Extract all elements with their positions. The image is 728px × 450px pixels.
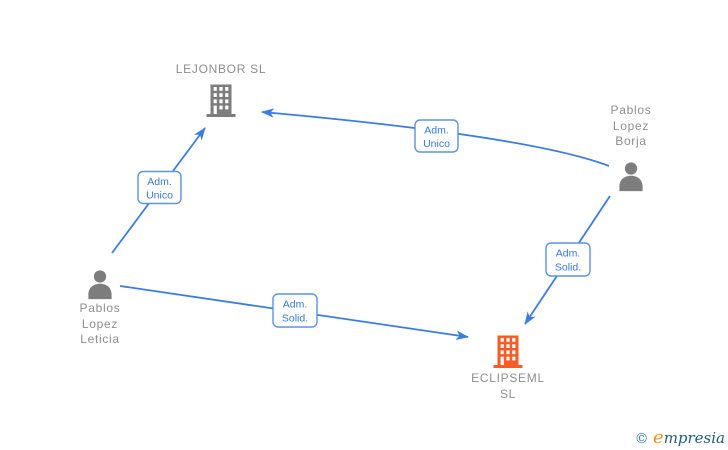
brand-initial: e (653, 427, 664, 448)
edge-label-adm-unico-borja: Adm. Unico (414, 119, 459, 153)
building-icon (493, 335, 523, 368)
node-label-leticia: Pablos Lopez Leticia (79, 301, 121, 346)
edge-label-box (414, 119, 459, 153)
edge-label-adm-solid-leticia: Adm. Solid. (272, 293, 318, 328)
person-icon (619, 162, 643, 192)
edge-label-line1: Adm. (556, 248, 581, 260)
building-icon (206, 84, 236, 117)
node-person-borja[interactable] (615, 161, 647, 192)
edge-label-line2: Solid. (555, 262, 581, 274)
edge-label-line2: Solid. (282, 313, 308, 325)
node-person-leticia[interactable] (84, 269, 116, 300)
brand-name: mpresia (663, 429, 725, 447)
node-label-lejonbor: LEJONBOR SL (175, 62, 267, 76)
edge-label-box (272, 293, 318, 328)
node-company-eclipseml[interactable] (493, 335, 523, 368)
person-icon (88, 270, 112, 300)
copyright-symbol: © (634, 431, 654, 447)
edge-borja-to-lejonbor (260, 108, 610, 167)
empresia-watermark: © empresia (635, 427, 725, 448)
edge-label-box (545, 242, 591, 277)
node-label-borja: Pablos Lopez Borja (610, 103, 652, 148)
edge-label-adm-solid-borja: Adm. Solid. (545, 242, 591, 277)
edge-label-adm-unico-leticia: Adm. Unico (137, 170, 182, 205)
edge-label-line1: Adm. (424, 125, 449, 137)
edge-label-line1: Adm. (147, 176, 172, 188)
edge-label-box (137, 170, 182, 205)
edge-label-line1: Adm. (283, 299, 308, 311)
node-company-lejonbor[interactable] (206, 84, 236, 117)
edge-label-line2: Unico (423, 138, 450, 150)
edge-label-line2: Unico (146, 190, 173, 202)
node-label-eclipseml: ECLIPSEML SL (471, 371, 545, 401)
